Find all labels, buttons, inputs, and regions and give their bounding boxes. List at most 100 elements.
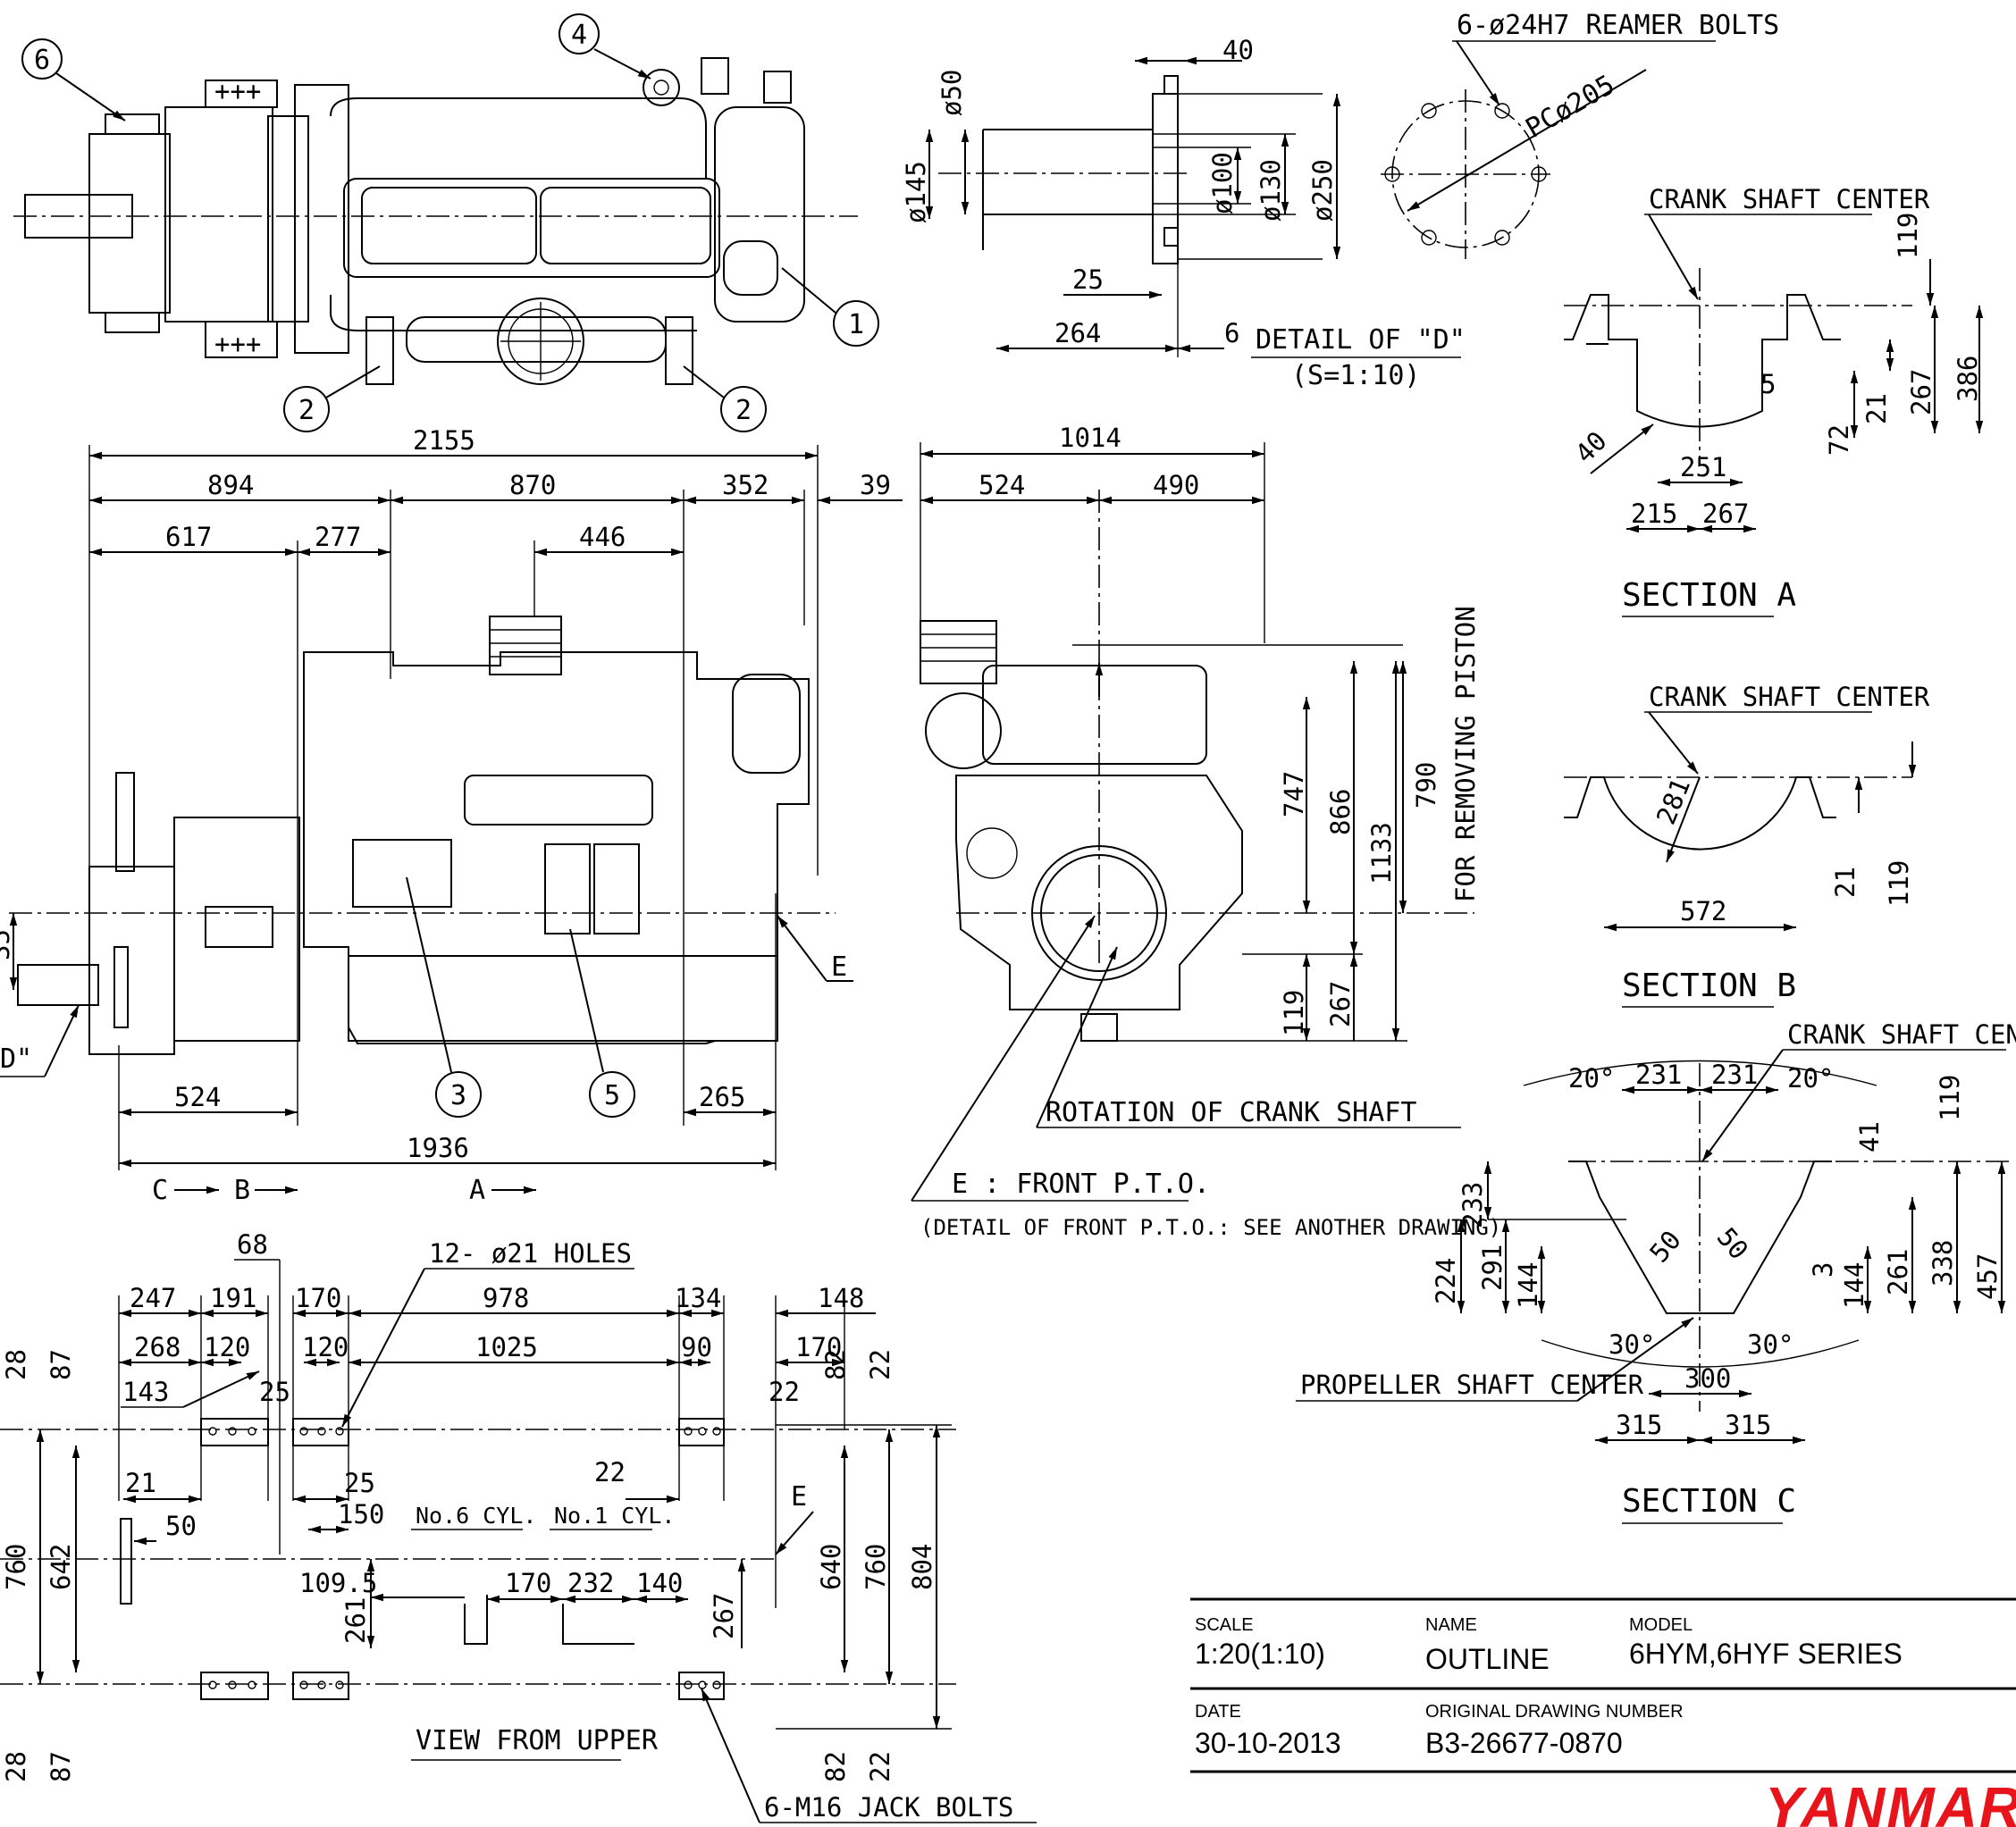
section-a-dim-251: 251 — [1680, 452, 1726, 482]
side-dim-277: 277 — [315, 522, 361, 552]
front-dim-1014: 1014 — [1059, 423, 1121, 453]
section-a-dim-267: 267 — [1906, 369, 1936, 415]
detail-d-dim-145: ø145 — [901, 161, 931, 223]
upper-dim-134: 134 — [675, 1283, 721, 1313]
front-dim-1133: 1133 — [1366, 822, 1397, 884]
tb-scale-label: SCALE — [1195, 1615, 1254, 1635]
section-c-dim-41: 41 — [1854, 1121, 1885, 1152]
tb-model: 6HYM,6HYF SERIES — [1629, 1638, 1903, 1670]
upper-dim-68: 68 — [237, 1229, 268, 1260]
side-dim-39: 39 — [860, 470, 891, 500]
section-c-dim-231-right: 231 — [1711, 1060, 1758, 1090]
upper-title: VIEW FROM UPPER — [416, 1725, 659, 1756]
section-mark-c: C — [152, 1175, 168, 1206]
section-mark-a: A — [469, 1175, 485, 1206]
section-a-title: SECTION A — [1622, 577, 1796, 614]
upper-dim-191: 191 — [210, 1283, 256, 1313]
upper-dim-87b: 87 — [46, 1751, 76, 1782]
flange-pcd: 6-ø24H7 REAMER BOLTS PCø205 — [1381, 10, 1779, 259]
upper-jack: 6-M16 JACK BOLTS — [764, 1792, 1013, 1823]
section-a-dim-215: 215 — [1631, 499, 1677, 529]
upper-dim-22d: 22 — [865, 1751, 895, 1782]
detail-d-dim-264: 264 — [1054, 318, 1101, 348]
upper-dim-247: 247 — [130, 1283, 176, 1313]
upper-cyl1: No.1 CYL. — [554, 1503, 675, 1529]
upper-dim-760a: 760 — [1, 1544, 31, 1590]
section-c-dim-50-right: 50 — [1711, 1222, 1754, 1266]
upper-dim-140: 140 — [636, 1568, 683, 1598]
front-dim-866: 866 — [1325, 789, 1356, 835]
upper-cyl6: No.6 CYL. — [416, 1503, 536, 1529]
upper-dim-82b: 82 — [820, 1751, 851, 1782]
upper-dim-22b: 22 — [865, 1349, 895, 1380]
mark-d: D" — [0, 1043, 32, 1075]
callout-2-top-right: 2 — [735, 395, 752, 426]
yanmar-logo: YANMAR — [1765, 1775, 2016, 1827]
tb-orig-label: ORIGINAL DRAWING NUMBER — [1425, 1702, 1684, 1722]
side-dim-352: 352 — [722, 470, 769, 500]
section-mark-b: B — [234, 1175, 250, 1206]
section-b-dim-119: 119 — [1884, 860, 1914, 907]
detail-d: 40 ø50 ø145 ø100 ø130 ø250 25 264 6 DETA… — [901, 35, 1466, 391]
detail-d-dim-40: 40 — [1222, 35, 1254, 65]
upper-dim-143: 143 — [122, 1377, 169, 1407]
section-c-prop: PROPELLER SHAFT CENTER — [1300, 1370, 1644, 1400]
front-pto: E : FRONT P.T.O. — [952, 1169, 1210, 1200]
title-block: SCALE 1:20(1:10) NAME OUTLINE MODEL 6HYM… — [1190, 1597, 2016, 1827]
section-a-dim-5: 5 — [1760, 369, 1776, 399]
section-c-dim-144-right: 144 — [1839, 1262, 1869, 1309]
callout-4-top: 4 — [571, 20, 587, 51]
section-c-center: CRANK SHAFT CENTER — [1787, 1019, 2016, 1050]
detail-d-dim-250: ø250 — [1307, 159, 1338, 222]
section-b-title: SECTION B — [1622, 968, 1796, 1004]
upper-dim-90: 90 — [681, 1332, 712, 1362]
upper-dim-87a: 87 — [46, 1349, 76, 1380]
front-dim-790: 790 — [1411, 762, 1441, 809]
side-dim-265: 265 — [699, 1082, 745, 1112]
upper-dim-25a: 25 — [259, 1377, 290, 1407]
side-dim-446: 446 — [579, 522, 626, 552]
front-dim-524: 524 — [979, 470, 1025, 500]
upper-dim-109: 109.5 — [299, 1568, 377, 1598]
upper-dim-261: 261 — [340, 1597, 371, 1644]
callout-1-top: 1 — [848, 309, 864, 340]
detail-d-dim-50: ø50 — [937, 70, 967, 116]
upper-dim-804: 804 — [907, 1544, 937, 1590]
upper-dim-148: 148 — [818, 1283, 864, 1313]
section-b-dim-281: 281 — [1651, 774, 1696, 828]
front-piston: FOR REMOVING PISTON — [1450, 606, 1481, 902]
tb-date-label: DATE — [1195, 1702, 1241, 1722]
section-c-dim-338: 338 — [1928, 1240, 1958, 1286]
upper-dim-170a: 170 — [295, 1283, 341, 1313]
section-c-dim-3: 3 — [1808, 1262, 1838, 1278]
side-dim-1936: 1936 — [407, 1133, 469, 1163]
section-a-dim-21: 21 — [1861, 393, 1892, 424]
upper-dim-28b: 28 — [1, 1751, 31, 1782]
side-dim-524: 524 — [174, 1082, 221, 1112]
front-dim-119: 119 — [1279, 990, 1309, 1036]
side-dim-894: 894 — [207, 470, 254, 500]
detail-d-title: DETAIL OF "D" — [1256, 324, 1466, 356]
section-a-dim-119: 119 — [1893, 213, 1923, 259]
tb-name: OUTLINE — [1425, 1643, 1550, 1675]
section-c-dim-315-right: 315 — [1725, 1410, 1771, 1440]
section-b-dim-572: 572 — [1680, 896, 1726, 926]
upper-dim-25b: 25 — [344, 1468, 375, 1498]
detail-d-dim-130: ø130 — [1256, 159, 1286, 222]
upper-mark-e: E — [791, 1481, 807, 1513]
section-c: CRANK SHAFT CENTER 20° 20° 231 231 119 4… — [1296, 1019, 2016, 1524]
top-view-engine: +++ +++ 6 4 1 2 2 — [13, 13, 879, 432]
section-c-dim-119: 119 — [1935, 1075, 1965, 1121]
upper-dim-232: 232 — [567, 1568, 614, 1598]
flange-pcd-label: PCø205 — [1521, 69, 1620, 144]
side-dim-870: 870 — [509, 470, 556, 500]
upper-dim-642: 642 — [46, 1544, 76, 1590]
upper-dim-640: 640 — [816, 1544, 846, 1590]
section-c-dim-231-left: 231 — [1635, 1060, 1682, 1090]
section-c-angle-20-right: 20° — [1787, 1063, 1834, 1094]
section-c-dim-291: 291 — [1477, 1245, 1508, 1291]
front-rotation: ROTATION OF CRANK SHAFT — [1046, 1097, 1416, 1128]
detail-d-dim-25: 25 — [1072, 264, 1104, 295]
upper-view: 247 191 170 978 134 148 68 268 120 120 1… — [0, 1229, 1037, 1823]
